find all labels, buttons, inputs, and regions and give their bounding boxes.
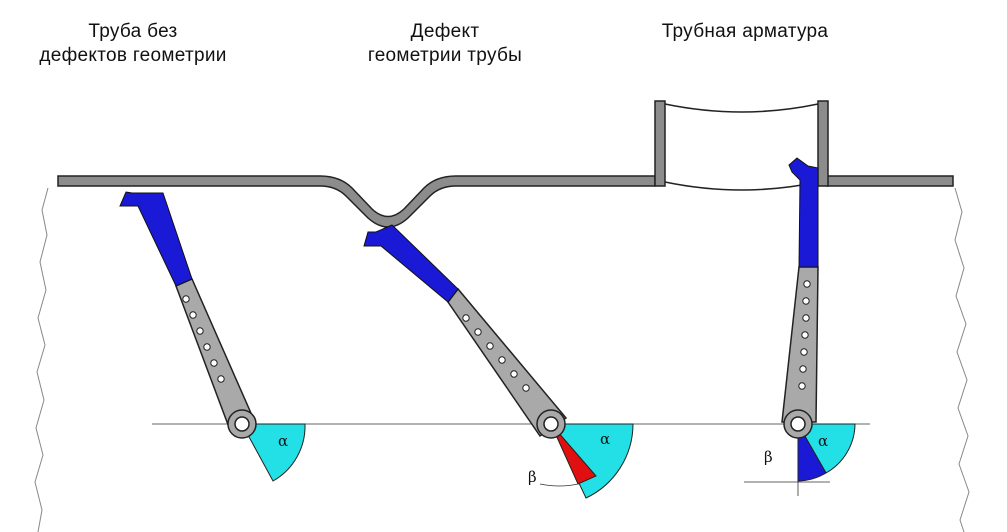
alpha-sector-2 — [550, 423, 634, 499]
ground-edge-left — [34, 187, 49, 532]
sensor-2: α β — [363, 224, 634, 499]
arm-3 — [781, 266, 819, 423]
beta-label-2: β — [528, 468, 537, 486]
alpha-sector-1 — [241, 423, 306, 482]
sensor-1: α — [119, 191, 306, 482]
label-line: дефектов геометрии — [39, 45, 227, 66]
label-pipe-fittings: Трубная арматура — [630, 20, 860, 44]
sensor-3: α β — [744, 157, 856, 496]
label-pipe-no-defects: Труба без дефектов геометрии — [18, 20, 248, 68]
label-line: Труба без — [88, 21, 178, 42]
label-line: геометрии трубы — [367, 45, 523, 66]
beta-label-3: β — [764, 448, 773, 466]
arm-tip-2 — [363, 224, 459, 303]
alpha-label-2: α — [600, 430, 610, 448]
ground-edge-right — [954, 187, 970, 532]
beta-sector-2 — [550, 423, 597, 485]
alpha-label-3: α — [818, 432, 828, 450]
label-geometry-defect: Дефект геометрии трубы — [330, 20, 560, 68]
beta-sector-3 — [797, 422, 827, 482]
beta-arc-2 — [539, 483, 579, 487]
alpha-label-1: α — [278, 432, 288, 450]
pipe-wall-right — [826, 175, 954, 187]
arm-tip-1 — [119, 191, 193, 287]
label-line: Трубная арматура — [661, 21, 829, 42]
arm-tip-3 — [788, 157, 819, 268]
alpha-sector-3 — [797, 423, 856, 474]
label-line: Дефект — [410, 21, 480, 42]
